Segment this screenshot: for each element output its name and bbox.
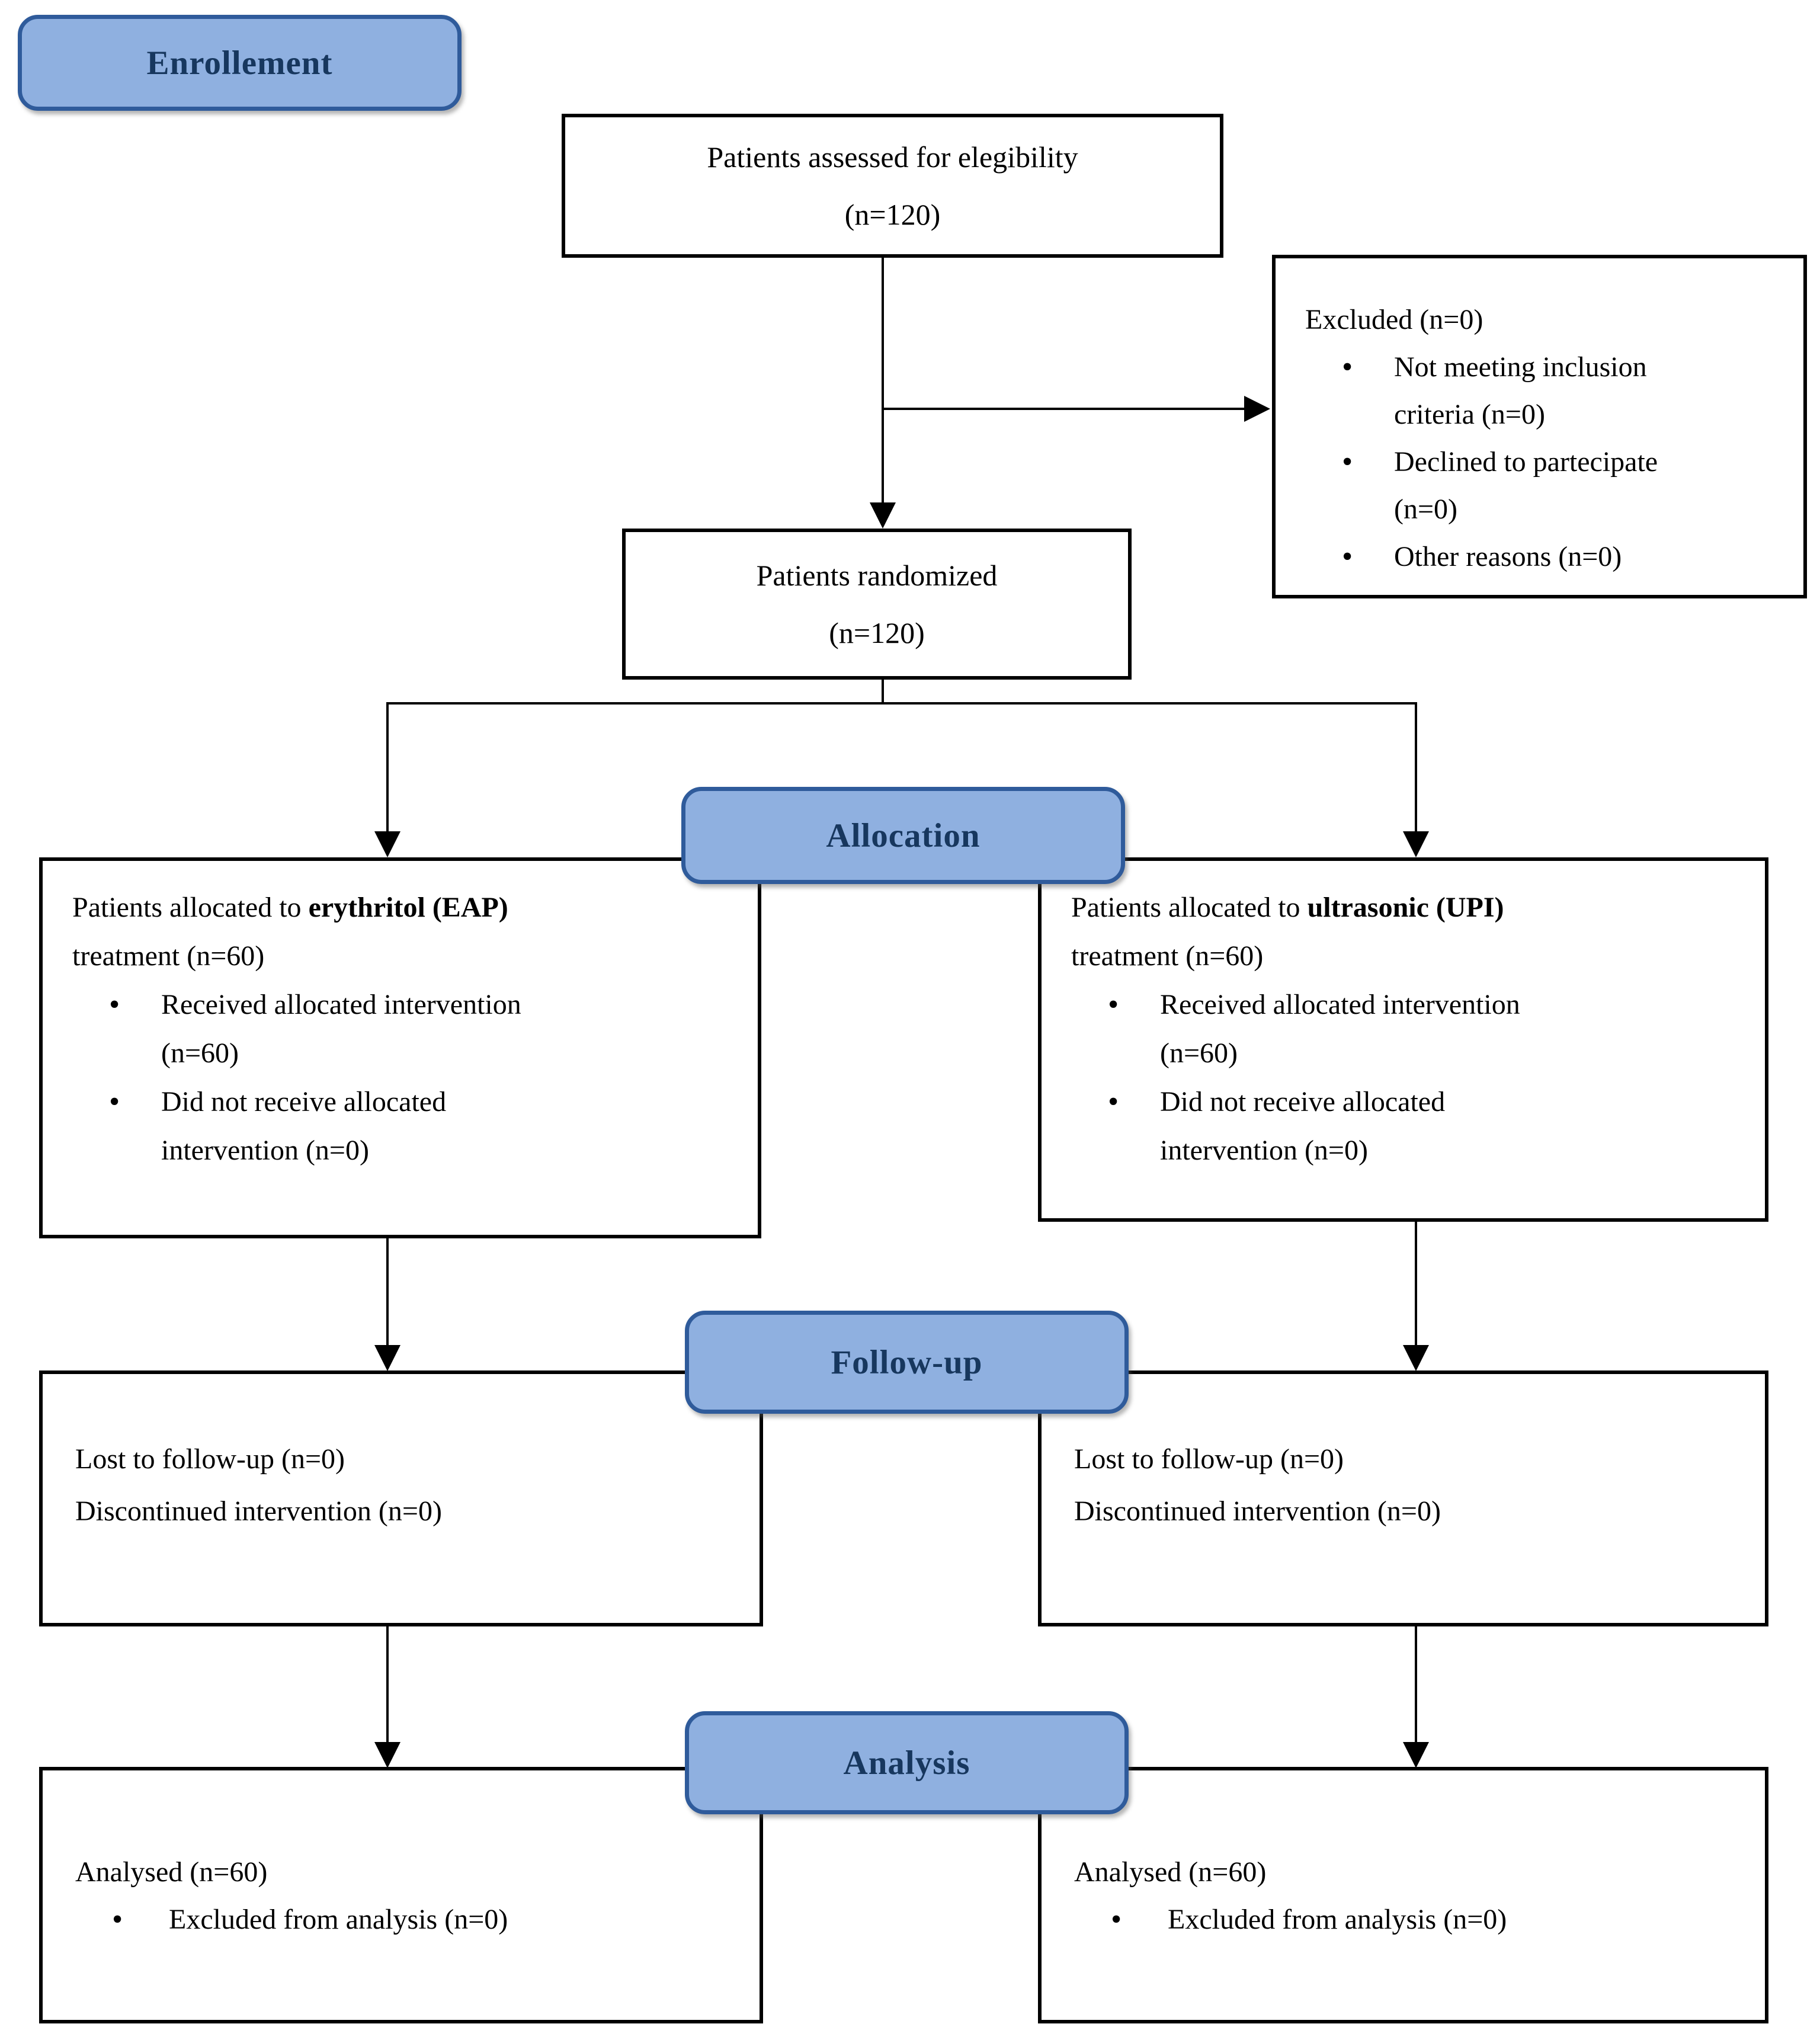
box-analysed-erythritol: Analysed (n=60) Excluded from analysis (… [39, 1767, 763, 2023]
box-allocated-ultrasonic: Patients allocated to ultrasonic (UPI) t… [1038, 857, 1768, 1222]
stage-label-follow-up: Follow-up [831, 1343, 983, 1381]
arrowhead-into-right-followup [1403, 1345, 1429, 1371]
randomized-count: (n=120) [829, 616, 925, 649]
alloc-left-intro: Patients allocated to erythritol (EAP) t… [72, 892, 508, 972]
stage-badge-enrollment: Enrollement [18, 15, 462, 111]
excluded-title: Excluded (n=0) [1305, 304, 1483, 335]
stage-badge-allocation: Allocation [681, 787, 1125, 884]
connector-split-to-left-allocation [386, 702, 389, 832]
connector-split-to-right-allocation [1415, 702, 1417, 832]
box-patients-randomized: Patients randomized (n=120) [622, 529, 1132, 680]
list-item: Excluded from analysis (n=0) [75, 1896, 742, 1943]
list-item: Did not receive allocated intervention (… [1071, 1078, 1747, 1175]
box-analysed-ultrasonic: Analysed (n=60) Excluded from analysis (… [1038, 1767, 1768, 2023]
arrowhead-into-right-analysis [1403, 1742, 1429, 1768]
connector-branch-to-excluded [883, 408, 1245, 410]
arrowhead-into-randomized [870, 502, 896, 529]
excluded-reason-list: Not meeting inclusion criteria (n=0) Dec… [1305, 344, 1786, 581]
arrowhead-into-right-allocation [1403, 831, 1429, 857]
fu-left-line1: Lost to follow-up (n=0) [75, 1443, 345, 1475]
arrowhead-into-excluded [1244, 396, 1270, 422]
fu-right-line1: Lost to follow-up (n=0) [1074, 1443, 1344, 1475]
arrowhead-into-left-followup [374, 1345, 400, 1371]
list-item: Excluded from analysis (n=0) [1074, 1896, 1747, 1943]
box-followup-ultrasonic: Lost to follow-up (n=0) Discontinued int… [1038, 1370, 1768, 1626]
list-item: Did not receive allocated intervention (… [72, 1078, 740, 1175]
list-item: Not meeting inclusion criteria (n=0) [1305, 344, 1786, 438]
alloc-left-list: Received allocated intervention (n=60) D… [72, 981, 740, 1175]
an-right-list: Excluded from analysis (n=0) [1074, 1896, 1747, 1943]
an-right-title: Analysed (n=60) [1074, 1856, 1267, 1888]
stage-label-allocation: Allocation [826, 816, 981, 854]
an-left-title: Analysed (n=60) [75, 1856, 268, 1888]
stage-label-enrollment: Enrollement [146, 44, 333, 82]
randomized-line1: Patients randomized [756, 558, 998, 592]
connector-left-followup-to-analysis [386, 1626, 389, 1743]
list-item: Received allocated intervention (n=60) [72, 981, 740, 1078]
box-excluded: Excluded (n=0) Not meeting inclusion cri… [1272, 255, 1807, 598]
connector-right-followup-to-analysis [1415, 1626, 1417, 1743]
stage-badge-analysis: Analysis [685, 1711, 1129, 1814]
connector-left-allocation-to-followup [386, 1238, 389, 1346]
box-allocated-erythritol: Patients allocated to erythritol (EAP) t… [39, 857, 761, 1238]
stage-label-analysis: Analysis [843, 1744, 970, 1782]
list-item: Declined to partecipate (n=0) [1305, 438, 1786, 533]
box-followup-erythritol: Lost to follow-up (n=0) Discontinued int… [39, 1370, 763, 1626]
box-patients-assessed: Patients assessed for elegibility (n=120… [562, 114, 1223, 258]
connector-split-horizontal [386, 702, 1417, 705]
list-item: Received allocated intervention (n=60) [1071, 981, 1747, 1078]
arrowhead-into-left-allocation [374, 831, 400, 857]
list-item: Other reasons (n=0) [1305, 533, 1786, 581]
assessed-count: (n=120) [844, 197, 941, 231]
assessed-line1: Patients assessed for elegibility [707, 140, 1078, 174]
connector-randomized-to-split [882, 680, 884, 705]
connector-right-allocation-to-followup [1415, 1222, 1417, 1346]
alloc-right-intro: Patients allocated to ultrasonic (UPI) t… [1071, 892, 1504, 972]
stage-badge-follow-up: Follow-up [685, 1311, 1129, 1414]
fu-left-line2: Discontinued intervention (n=0) [75, 1496, 442, 1527]
an-left-list: Excluded from analysis (n=0) [75, 1896, 742, 1943]
connector-assessed-to-randomized [882, 258, 884, 504]
arrowhead-into-left-analysis [374, 1742, 400, 1768]
alloc-right-list: Received allocated intervention (n=60) D… [1071, 981, 1747, 1175]
fu-right-line2: Discontinued intervention (n=0) [1074, 1496, 1441, 1527]
